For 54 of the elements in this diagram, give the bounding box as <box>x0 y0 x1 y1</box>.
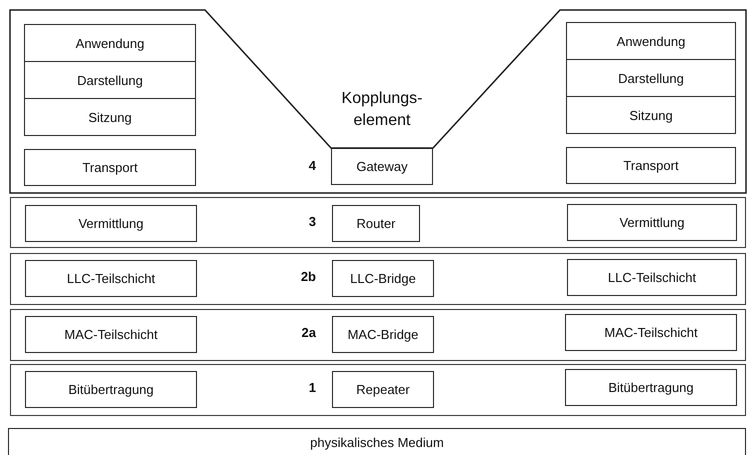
layer-box <box>332 260 434 297</box>
heading-label: Kopplungs- element <box>340 89 424 131</box>
layer-box <box>25 205 197 242</box>
layer-box <box>332 205 420 242</box>
layer-box <box>565 314 737 351</box>
layer-box <box>25 316 197 353</box>
layer-box <box>566 59 736 97</box>
layer-box <box>25 260 197 297</box>
layer-name: Vermittlung <box>619 215 685 230</box>
layer-box <box>24 61 196 99</box>
layer-band <box>10 197 746 248</box>
layer-name: Anwendung <box>76 36 144 50</box>
layer-number: 1 <box>308 380 316 395</box>
layer-box <box>567 259 737 296</box>
layer-name: Transport <box>623 158 679 173</box>
layer-box <box>566 22 736 60</box>
layer-number: 3 <box>308 214 316 229</box>
layer-name: Bitübertragung <box>68 382 154 397</box>
layer-name: Darstellung <box>77 72 143 88</box>
layer-box <box>566 147 736 184</box>
layer-name: MAC-Bridge <box>348 327 418 342</box>
layer-name: MAC-Teilschicht <box>604 325 698 340</box>
layer-name: Bitübertragung <box>608 380 694 395</box>
layer-box <box>24 98 196 136</box>
layer-name: Transport <box>82 160 138 175</box>
layer-name: MAC-Teilschicht <box>64 327 158 342</box>
layer-name: LLC-Teilschicht <box>608 270 696 285</box>
layer-name: Router <box>356 216 396 231</box>
layer-name: Darstellung <box>618 70 684 86</box>
layer-name: Repeater <box>356 382 410 397</box>
layer-box <box>565 369 737 406</box>
layer-name: LLC-Bridge <box>350 271 416 286</box>
layer-number: 2b <box>300 269 316 284</box>
layer-number: 2a <box>300 325 316 340</box>
layer-band <box>10 253 746 305</box>
layer-box <box>567 204 737 241</box>
layer-name: Anwendung <box>616 34 686 48</box>
layer-box <box>24 24 196 62</box>
layer-name: Sitzung <box>629 108 673 122</box>
layer-name: LLC-Teilschicht <box>66 271 156 286</box>
layer-box <box>332 316 434 353</box>
layer-band <box>10 364 746 416</box>
layer-box <box>25 371 197 408</box>
layer-box <box>332 371 434 408</box>
layer-box <box>566 96 736 134</box>
layer-band <box>10 10 746 193</box>
layer-band <box>10 309 746 361</box>
layer-box <box>331 148 433 185</box>
layer-number: 4 <box>308 158 316 173</box>
layer-name: Sitzung <box>88 110 132 124</box>
layer-name: Vermittlung <box>78 216 144 231</box>
layer-name: Gateway <box>356 159 408 174</box>
layer-name: physikalisches Medium <box>310 435 444 450</box>
layer-box <box>24 149 196 186</box>
